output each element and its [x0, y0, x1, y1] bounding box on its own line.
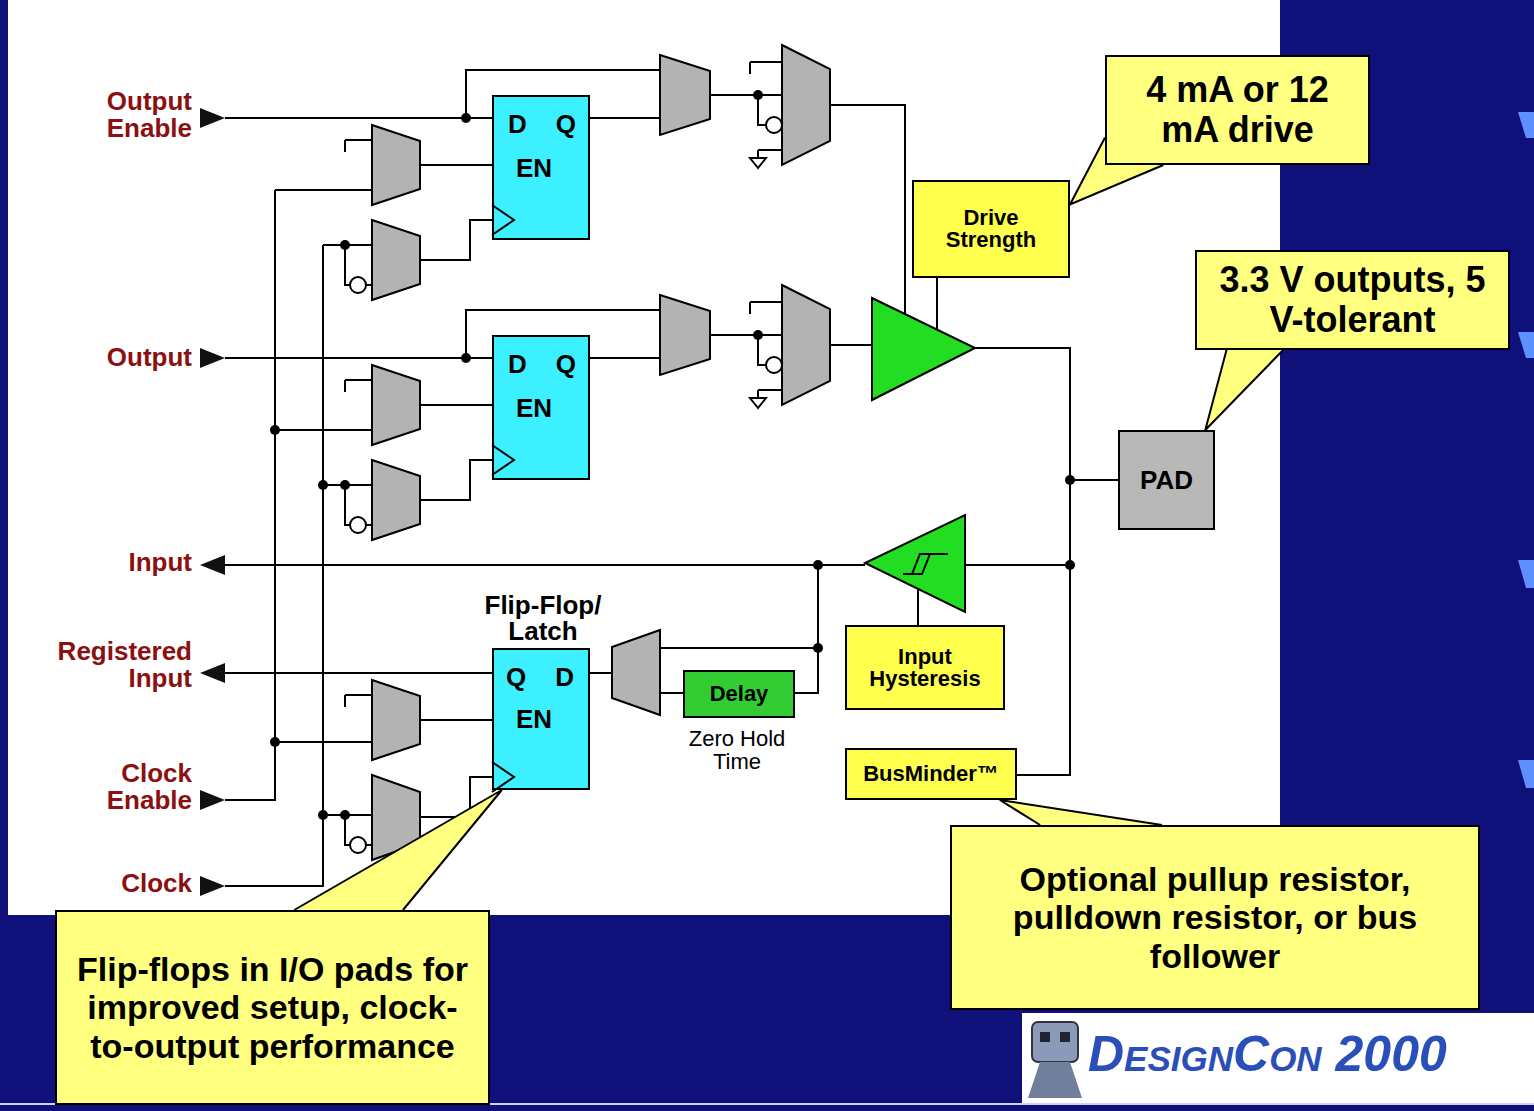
output-row — [200, 285, 830, 540]
node-text: EN — [516, 395, 552, 421]
wire — [225, 565, 818, 845]
junction-dot — [813, 560, 823, 570]
flip-flop: Flip-Flop/ LatchQDEN — [492, 648, 590, 790]
logo-ground — [1022, 1013, 1534, 1103]
callout-tail — [294, 790, 502, 910]
signal-name: Output Enable — [62, 88, 192, 143]
junction-dot — [318, 810, 328, 820]
node-text: PAD — [1140, 465, 1193, 496]
wire — [225, 105, 1118, 886]
signal-name: Clock Enable — [62, 760, 192, 815]
callout-box: Flip-flops in I/O pads for improved setu… — [55, 910, 490, 1105]
decor-bar — [1518, 112, 1534, 788]
junction-dot — [813, 643, 823, 653]
signal-name: Clock — [62, 870, 192, 897]
output-enable-row — [200, 45, 830, 300]
junction-dot — [270, 737, 280, 747]
logo-text: DesignCon 2000 — [1088, 1028, 1528, 1081]
node-text: D — [555, 664, 574, 690]
option-box: BusMinder™ — [845, 748, 1017, 800]
logo-eye — [1040, 1032, 1050, 1042]
node-text: Q — [556, 111, 576, 137]
callout-box: 4 mA or 12 mA drive — [1105, 55, 1370, 165]
junction-dot — [340, 810, 350, 820]
flip-flop: D QEN — [492, 95, 590, 240]
hysteresis-symbol — [903, 554, 948, 574]
signal-name: Input — [62, 549, 192, 576]
node-text: 3.3 V outputs, 5 V-tolerant — [1209, 260, 1496, 341]
logo-eye — [1060, 1032, 1070, 1042]
node-text: Drive Strength — [920, 207, 1062, 251]
inverter-bubble — [350, 837, 366, 853]
callout-box: 3.3 V outputs, 5 V-tolerant — [1195, 250, 1510, 350]
multiplexer — [372, 680, 420, 760]
junction-dot — [270, 425, 280, 435]
option-box: Input Hysteresis — [845, 625, 1005, 710]
callout-tail — [1205, 350, 1283, 430]
output-buffer — [872, 298, 975, 400]
node-text: BusMinder™ — [863, 763, 999, 785]
logo-body — [1028, 1062, 1082, 1098]
junction-dot — [318, 480, 328, 490]
junction-dot — [1065, 475, 1075, 485]
option-box: Drive Strength — [912, 180, 1070, 278]
signal-name: Output — [62, 344, 192, 371]
logo-head — [1032, 1022, 1078, 1062]
node-text: Delay — [710, 681, 769, 707]
node-heading: Flip-Flop/ Latch — [458, 592, 628, 644]
delay-box: Delay — [683, 670, 795, 718]
multiplexer — [612, 630, 660, 715]
node-text: Input Hysteresis — [853, 646, 997, 690]
junction-dots — [270, 425, 1075, 820]
input-buffer — [865, 515, 965, 612]
node-text: EN — [516, 155, 552, 181]
callout-box: Optional pullup resistor, pulldown resis… — [950, 825, 1480, 1010]
clock-triangle — [492, 205, 514, 792]
node-text: Flip-flops in I/O pads for improved setu… — [69, 950, 476, 1064]
signal-arrow — [200, 555, 225, 896]
node-text: EN — [516, 706, 552, 732]
node-text: Q — [556, 351, 576, 377]
node-text: 4 mA or 12 mA drive — [1119, 70, 1356, 151]
pad-box: PAD — [1118, 430, 1215, 530]
panel — [8, 0, 1280, 915]
signal-name: Registered Input — [2, 638, 192, 693]
node-text: D — [508, 111, 527, 137]
callout-tail — [1000, 800, 1162, 825]
node-text: Q — [506, 664, 526, 690]
node-text: D — [508, 351, 527, 377]
flip-flop: D QEN — [492, 335, 590, 480]
note-text: Zero Hold Time — [672, 727, 802, 773]
logo-icon — [1028, 1022, 1082, 1098]
node-text: Optional pullup resistor, pulldown resis… — [964, 860, 1466, 974]
junction-dot — [1065, 560, 1075, 570]
